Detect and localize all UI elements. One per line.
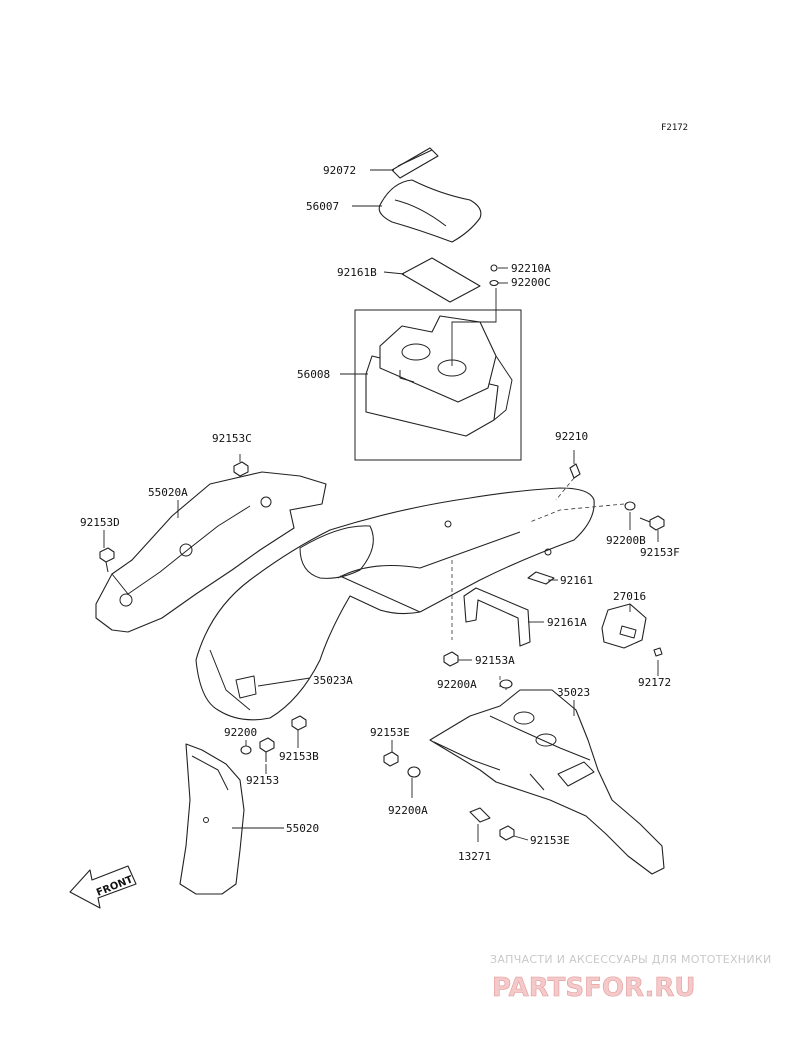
- rear-fender-35023: [429, 689, 665, 875]
- label-92153: 92153: [246, 774, 279, 787]
- pad-92161: [527, 571, 555, 585]
- pad-92161B: [401, 257, 481, 303]
- label-92200B: 92200B: [606, 534, 646, 547]
- label-92153E-lower: 92153E: [530, 834, 570, 847]
- tool-bag-56007: [378, 179, 482, 243]
- bolt-92153F: [639, 515, 665, 531]
- label-92210A: 92210A: [511, 262, 551, 275]
- label-92153E-upper: 92153E: [370, 726, 410, 739]
- label-13271: 13271: [458, 850, 491, 863]
- bracket-92161A: [463, 587, 531, 647]
- watermark-brand: PARTSFOR.RU: [492, 973, 695, 1003]
- watermark-tagline: ЗАПЧАСТИ И АКСЕССУАРЫ ДЛЯ МОТОТЕХНИКИ: [490, 953, 772, 966]
- washer-92200A-upper: [499, 679, 513, 689]
- mud-flap-55020: [179, 743, 245, 895]
- label-56008: 56008: [297, 368, 330, 381]
- label-56007: 56007: [306, 200, 339, 213]
- bolt-92153E-lower: [499, 825, 515, 841]
- rear-fender-35023A: [195, 487, 595, 721]
- washer-92200A-lower: [407, 766, 421, 778]
- bolt-92153E-upper: [383, 751, 399, 767]
- label-92200: 92200: [224, 726, 257, 739]
- label-92072: 92072: [323, 164, 356, 177]
- bolt-92153: [259, 737, 275, 762]
- side-cover-55020A: [95, 471, 327, 633]
- label-35023A: 35023A: [313, 674, 353, 687]
- label-92153A: 92153A: [475, 654, 515, 667]
- label-55020: 55020: [286, 822, 319, 835]
- label-55020A: 55020A: [148, 486, 188, 499]
- bolt-92153A: [443, 651, 459, 667]
- figure-code: F2172: [661, 123, 688, 133]
- clip-92210: [569, 463, 581, 479]
- label-35023: 35023: [557, 686, 590, 699]
- label-92161A: 92161A: [547, 616, 587, 629]
- label-92153B: 92153B: [279, 750, 319, 763]
- label-92161B: 92161B: [337, 266, 377, 279]
- nut-92210A: [490, 264, 498, 272]
- label-92172: 92172: [638, 676, 671, 689]
- washer-92200B: [624, 501, 636, 511]
- label-92153F: 92153F: [640, 546, 680, 559]
- label-27016: 27016: [613, 590, 646, 603]
- label-92200A-lower: 92200A: [388, 804, 428, 817]
- strap-92072: [391, 147, 439, 179]
- label-92153C: 92153C: [212, 432, 252, 445]
- label-92161: 92161: [560, 574, 593, 587]
- front-arrow: FRONT: [69, 865, 137, 909]
- screw-92172: [653, 647, 663, 657]
- label-92200A-upper: 92200A: [437, 678, 477, 691]
- bolt-92153B: [291, 715, 307, 731]
- washer-92200: [240, 745, 252, 755]
- bolt-92153D: [99, 547, 115, 573]
- label-92200C: 92200C: [511, 276, 551, 289]
- clip-13271: [469, 807, 491, 823]
- label-92153D: 92153D: [80, 516, 120, 529]
- washer-92200C: [489, 279, 499, 287]
- toolbox-56008: [354, 309, 522, 461]
- label-92210: 92210: [555, 430, 588, 443]
- switch-27016: [601, 603, 647, 649]
